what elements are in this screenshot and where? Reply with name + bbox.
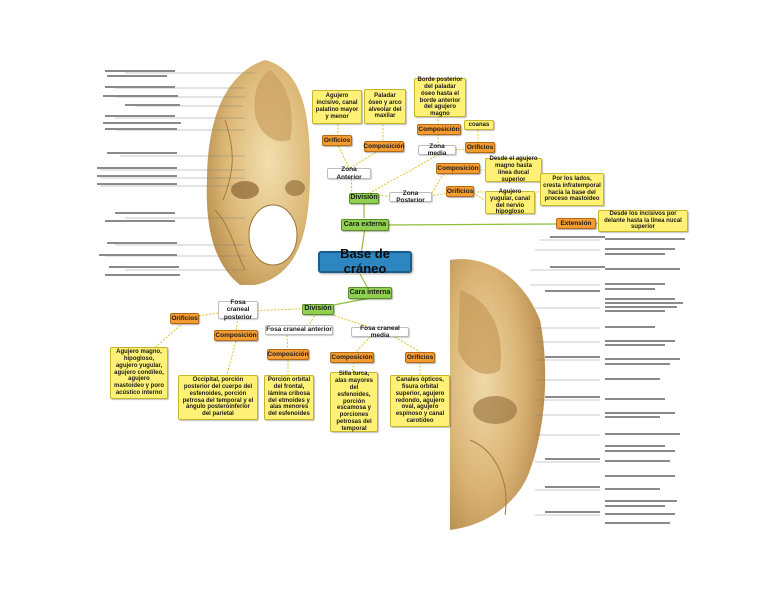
cara-interna-node[interactable]: Cara interna [348, 287, 392, 299]
skull-base-external-illustration [95, 60, 310, 285]
fosa-posterior-composicion-text: Occipital, porción posterior del cuerpo … [178, 375, 258, 420]
fosa-media-composicion-text: Silla turca, alas mayores del esfenoides… [330, 371, 378, 432]
zona-posterior-orificios-text: Agujero yugular, canal del nervio hipogl… [485, 189, 535, 215]
fosa-craneal-posterior-node[interactable]: Fosa craneal posterior [218, 299, 258, 321]
root-node-base-de-craneo[interactable]: Base de cráneo [318, 246, 412, 276]
zona-posterior-composicion-text: Desde el agujero magno hasta línea ducal… [485, 156, 542, 183]
zona-media-composicion-node[interactable]: Composición [417, 124, 461, 135]
cara-interna-division-node[interactable]: División [302, 304, 334, 315]
zona-anterior-composicion-text: Paladar óseo y arco alveolar del maxilar [364, 89, 406, 124]
zona-posterior-lados-text: Por los lados, cresta infratemporal haci… [540, 173, 604, 206]
zona-media-orificios-text: coanas [464, 120, 494, 130]
fosa-posterior-composicion-node[interactable]: Composición [214, 330, 258, 341]
fosa-media-orificios-node[interactable]: Orificios [405, 352, 435, 363]
zona-media-node[interactable]: Zona media [418, 143, 456, 157]
extension-node[interactable]: Extensión [556, 218, 596, 229]
extension-text: Desde los incisivos por delante hasta la… [598, 210, 688, 232]
fosa-craneal-anterior-node[interactable]: Fosa craneal anterior [265, 325, 333, 335]
zona-media-orificios-node[interactable]: Orificios [465, 142, 495, 153]
fosa-craneal-media-node[interactable]: Fosa craneal media [351, 325, 409, 339]
fosa-media-orificios-text: Canales ópticos, fisura orbital superior… [390, 375, 450, 427]
fosa-posterior-orificios-text: Agujero magno, hipogloso, agujero yugula… [110, 347, 168, 399]
fosa-posterior-orificios-node[interactable]: Orificios [170, 313, 199, 324]
fosa-media-composicion-node[interactable]: Composición [330, 352, 374, 363]
zona-posterior-node[interactable]: Zona Posterior [389, 190, 432, 204]
fosa-anterior-composicion-node[interactable]: Composición [267, 349, 309, 360]
cara-externa-node[interactable]: Cara externa [341, 219, 389, 231]
zona-anterior-orificios-node[interactable]: Orificios [322, 135, 352, 146]
zona-anterior-orificios-text: Agujero incisivo, canal palatino mayor y… [312, 90, 362, 124]
skull-base-internal-illustration [450, 230, 690, 535]
fosa-anterior-composicion-text: Porción orbital del frontal, lámina crib… [264, 375, 314, 420]
zona-anterior-composicion-node[interactable]: Composición [363, 141, 405, 152]
zona-posterior-composicion-node[interactable]: Composición [436, 163, 480, 174]
cara-externa-division-node[interactable]: División [349, 193, 379, 204]
zona-posterior-orificios-node[interactable]: Orificios [446, 186, 474, 197]
zona-anterior-node[interactable]: Zona Anterior [327, 166, 371, 181]
zona-media-composicion-text: Borde posterior del paladar óseo hasta e… [414, 77, 466, 117]
